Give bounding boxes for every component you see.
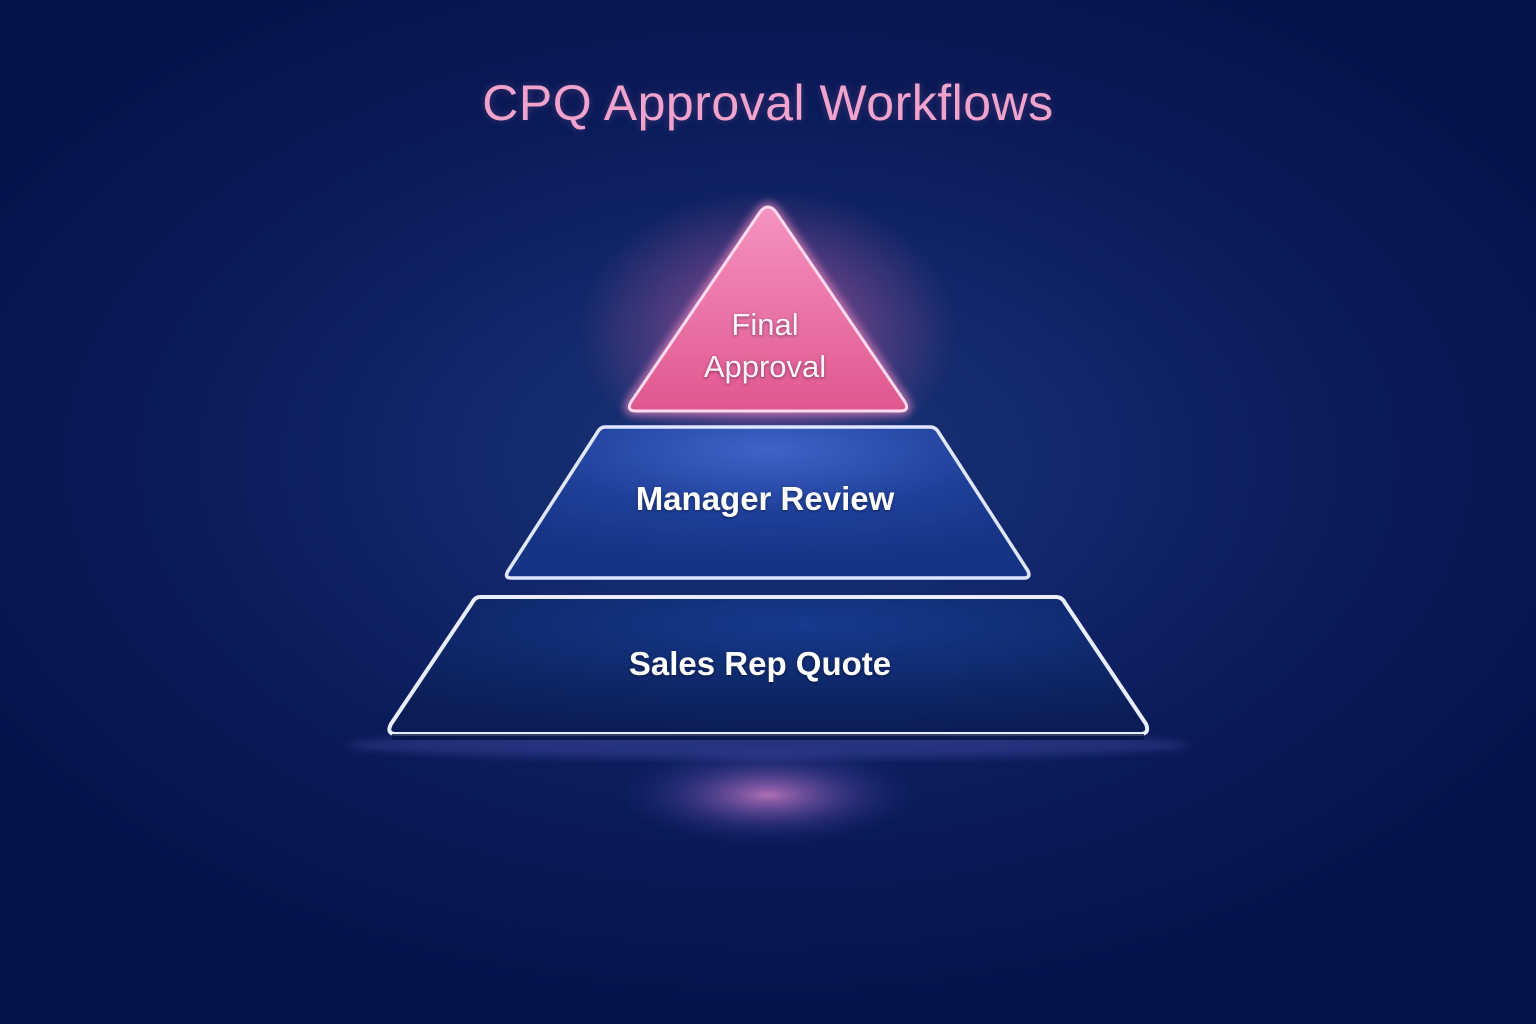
tier-top: [624, 202, 912, 416]
tier-label-line2: Approval: [703, 349, 827, 384]
floor-glow: [618, 745, 918, 845]
diagram-title: CPQ Approval Workflows: [482, 75, 1054, 131]
tier-label-sales-rep-quote: Sales Rep Quote: [628, 645, 892, 682]
tier-bottom: [387, 595, 1150, 740]
tier-label-manager-review: Manager Review: [635, 480, 895, 517]
tier-label-final-approval: Final Approval: [640, 304, 890, 388]
tier-middle: [504, 425, 1031, 580]
tier-label-line1: Final: [731, 307, 799, 342]
